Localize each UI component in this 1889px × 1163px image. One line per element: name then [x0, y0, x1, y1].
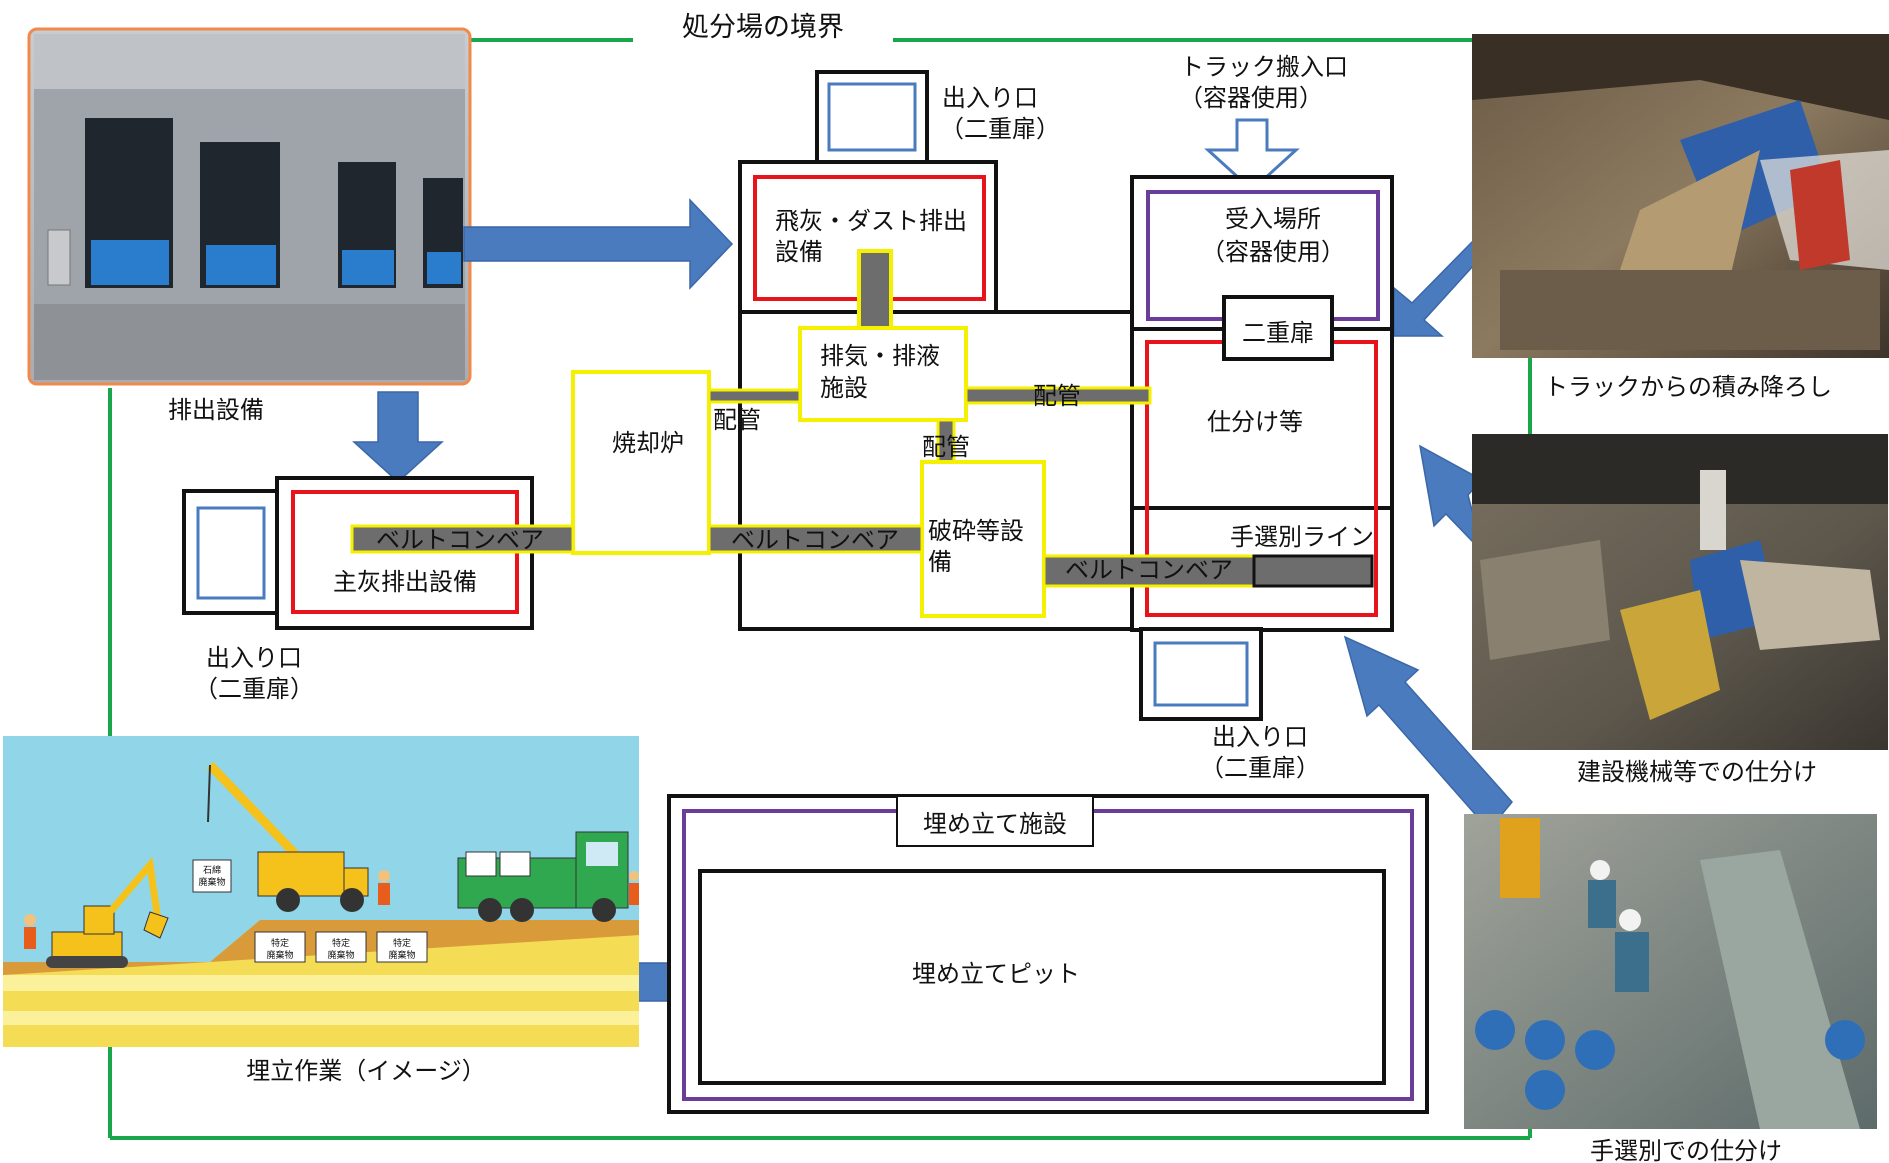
truck-unload-photo — [1472, 34, 1889, 358]
arrow-to-main-ash — [352, 391, 444, 484]
entrance-left-door — [196, 506, 266, 600]
hand-sort-photo — [1464, 814, 1877, 1129]
entrance-top-label-2: （二重扉） — [940, 115, 1060, 143]
pipe-fly-ash — [857, 249, 893, 330]
package-sign-4: 廃棄物 — [327, 949, 354, 961]
crusher-label-1: 破砕等設 — [928, 517, 1024, 545]
crusher-label-2: 備 — [928, 548, 952, 576]
double-door-box — [1222, 295, 1334, 361]
belt-right — [1042, 554, 1256, 588]
receiving-label-2: （容器使用） — [1201, 238, 1345, 266]
exhaust-label-1: 排気・排液 — [820, 342, 940, 370]
belt-right-label: ベルトコンベア — [1065, 556, 1233, 584]
crane-load-sign-2: 廃棄物 — [198, 876, 225, 888]
package-sign-3: 特定 — [332, 937, 350, 949]
landfill-work-caption: 埋立作業（イメージ） — [246, 1057, 486, 1085]
arrow-to-fly-ash — [463, 198, 734, 290]
hand-line-conveyor — [1252, 554, 1374, 588]
crane-load-sign-1: 石綿 — [203, 864, 221, 876]
machine-sort-photo — [1472, 434, 1888, 750]
hand-sort-caption: 手選別での仕分け — [1590, 1137, 1782, 1163]
entrance-top-label-1: 出入り口 — [942, 84, 1038, 112]
incinerator-label: 焼却炉 — [612, 429, 684, 457]
landfill-pit-label: 埋め立てピット — [912, 960, 1080, 988]
entrance-bottom-label-2: （二重扉） — [1200, 754, 1320, 782]
arrow-from-hand — [1343, 635, 1513, 832]
belt-main-label: ベルトコンベア — [376, 526, 544, 554]
pipe-right-label: 配管 — [1033, 382, 1081, 410]
belt-mid-label: ベルトコンベア — [731, 526, 899, 554]
pipe-mid-label: 配管 — [922, 433, 970, 461]
exhaust-facility — [798, 326, 968, 422]
package-sign-1: 特定 — [271, 937, 289, 949]
excavator-icon — [46, 856, 169, 968]
landfill-facility-tag — [896, 795, 1094, 847]
pipe-right — [964, 386, 1152, 405]
discharge-photo-caption: 排出設備 — [168, 396, 264, 424]
entrance-left-label-2: （二重扉） — [194, 675, 314, 703]
fly-ash-label-2: 設備 — [775, 238, 823, 266]
pipe-left — [707, 388, 802, 404]
entrance-bottom-door — [1153, 641, 1249, 707]
truck-entrance-label-1: トラック搬入口 — [1180, 53, 1348, 81]
truck-unload-caption: トラックからの積み降ろし — [1544, 373, 1832, 401]
discharge-facility-photo — [27, 27, 472, 386]
receiving-label-1: 受入場所 — [1225, 205, 1321, 233]
boundary-title: 処分場の境界 — [682, 12, 844, 43]
fly-ash-label-1: 飛灰・ダスト排出 — [775, 207, 967, 235]
incinerator — [571, 370, 711, 555]
entrance-bottom-label-1: 出入り口 — [1212, 723, 1308, 751]
truck-entrance-arrow — [1204, 118, 1300, 193]
pipe-left-label: 配管 — [713, 406, 761, 434]
dump-truck-icon — [457, 831, 629, 922]
worker-icon — [24, 870, 639, 949]
landfill-pit — [698, 869, 1386, 1085]
package-sign-6: 廃棄物 — [388, 949, 415, 961]
hand-line-label: 手選別ライン — [1230, 523, 1374, 551]
landfill-illustration: 特定 廃棄物 特定 廃棄物 特定 廃棄物 石綿 廃棄物 — [3, 736, 639, 1047]
arrow-from-machine — [1418, 444, 1484, 544]
machine-sort-caption: 建設機械等での仕分け — [1577, 758, 1817, 786]
landfill-facility-label: 埋め立て施設 — [923, 810, 1067, 838]
belt-mid — [707, 524, 924, 554]
main-ash-label: 主灰排出設備 — [333, 568, 477, 596]
double-door-label: 二重扉 — [1242, 319, 1314, 347]
arrow-from-truck — [1393, 239, 1475, 337]
belt-main — [350, 524, 575, 554]
exhaust-label-2: 施設 — [820, 374, 868, 402]
sorting-label: 仕分け等 — [1207, 408, 1303, 436]
package-sign-2: 廃棄物 — [266, 949, 293, 961]
crusher — [920, 460, 1046, 618]
flow-arrows — [352, 198, 1513, 1027]
crane-icon — [192, 761, 369, 912]
entrance-left-label-1: 出入り口 — [206, 644, 302, 672]
truck-entrance-label-2: （容器使用） — [1179, 84, 1323, 112]
entrance-top-door — [827, 82, 917, 152]
package-sign-5: 特定 — [393, 937, 411, 949]
